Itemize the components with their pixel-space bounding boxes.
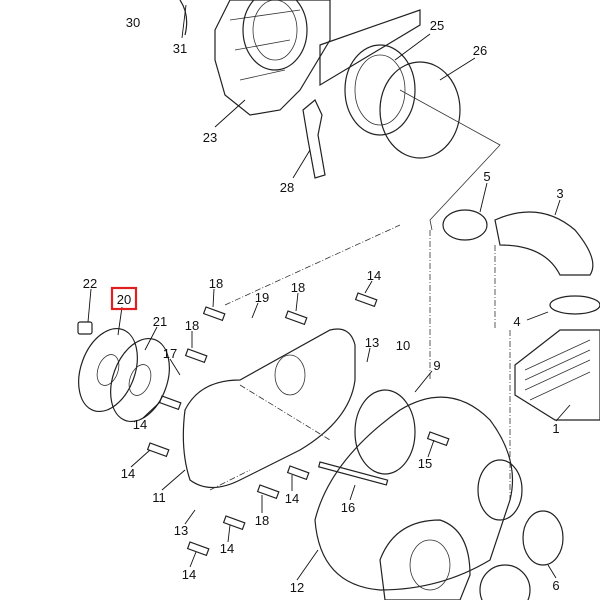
label-14: 14 — [367, 268, 381, 283]
seal-4 — [549, 295, 600, 315]
seal-6 — [522, 510, 564, 566]
air-filter-element — [344, 44, 416, 136]
label-14: 14 — [182, 567, 196, 582]
cover-10 — [354, 389, 416, 475]
label-26: 26 — [473, 43, 487, 58]
bracket-28 — [302, 99, 326, 179]
label-23: 23 — [203, 130, 217, 145]
label-9: 9 — [433, 358, 440, 373]
label-19: 19 — [255, 290, 269, 305]
label-30: 30 — [126, 15, 140, 30]
crankcase-cover-11 — [182, 224, 401, 491]
label-5: 5 — [483, 169, 490, 184]
label-21: 21 — [153, 314, 167, 329]
label-18: 18 — [185, 318, 199, 333]
label-18: 18 — [255, 513, 269, 528]
label-25: 25 — [430, 18, 444, 33]
label-14: 14 — [133, 417, 147, 432]
label-14: 14 — [121, 466, 135, 481]
label-14: 14 — [220, 541, 234, 556]
cover-top-assembly — [179, 0, 501, 231]
label-4: 4 — [513, 314, 520, 329]
label-1: 1 — [552, 421, 559, 436]
outer-cover-9-12 — [314, 389, 531, 600]
clamp-5 — [442, 209, 488, 241]
highlight-box — [110, 286, 138, 311]
label-6: 6 — [552, 578, 559, 593]
label-14: 14 — [285, 491, 299, 506]
label-18: 18 — [291, 280, 305, 295]
label-12: 12 — [290, 580, 304, 595]
label-13: 13 — [174, 523, 188, 538]
label-15: 15 — [418, 456, 432, 471]
label-31: 31 — [173, 41, 187, 56]
label-16: 16 — [341, 500, 355, 515]
gasket-9 — [314, 396, 513, 591]
part-labels: 30 31 25 26 23 28 5 3 22 20 21 18 19 18 … — [83, 15, 564, 595]
leader-lines — [87, 4, 571, 581]
intake-parts — [429, 209, 600, 566]
label-10: 10 — [396, 338, 410, 353]
label-3: 3 — [556, 186, 563, 201]
label-13: 13 — [365, 335, 379, 350]
plates-20-21 — [77, 321, 170, 423]
label-17: 17 — [163, 346, 177, 361]
o-ring — [379, 61, 461, 159]
label-22: 22 — [83, 276, 97, 291]
duct-3 — [494, 211, 594, 276]
bolts — [146, 292, 450, 557]
label-20[interactable]: 20 — [117, 292, 131, 307]
label-11: 11 — [152, 490, 166, 505]
label-18: 18 — [209, 276, 223, 291]
label-28: 28 — [280, 180, 294, 195]
filter-1 — [514, 329, 600, 421]
